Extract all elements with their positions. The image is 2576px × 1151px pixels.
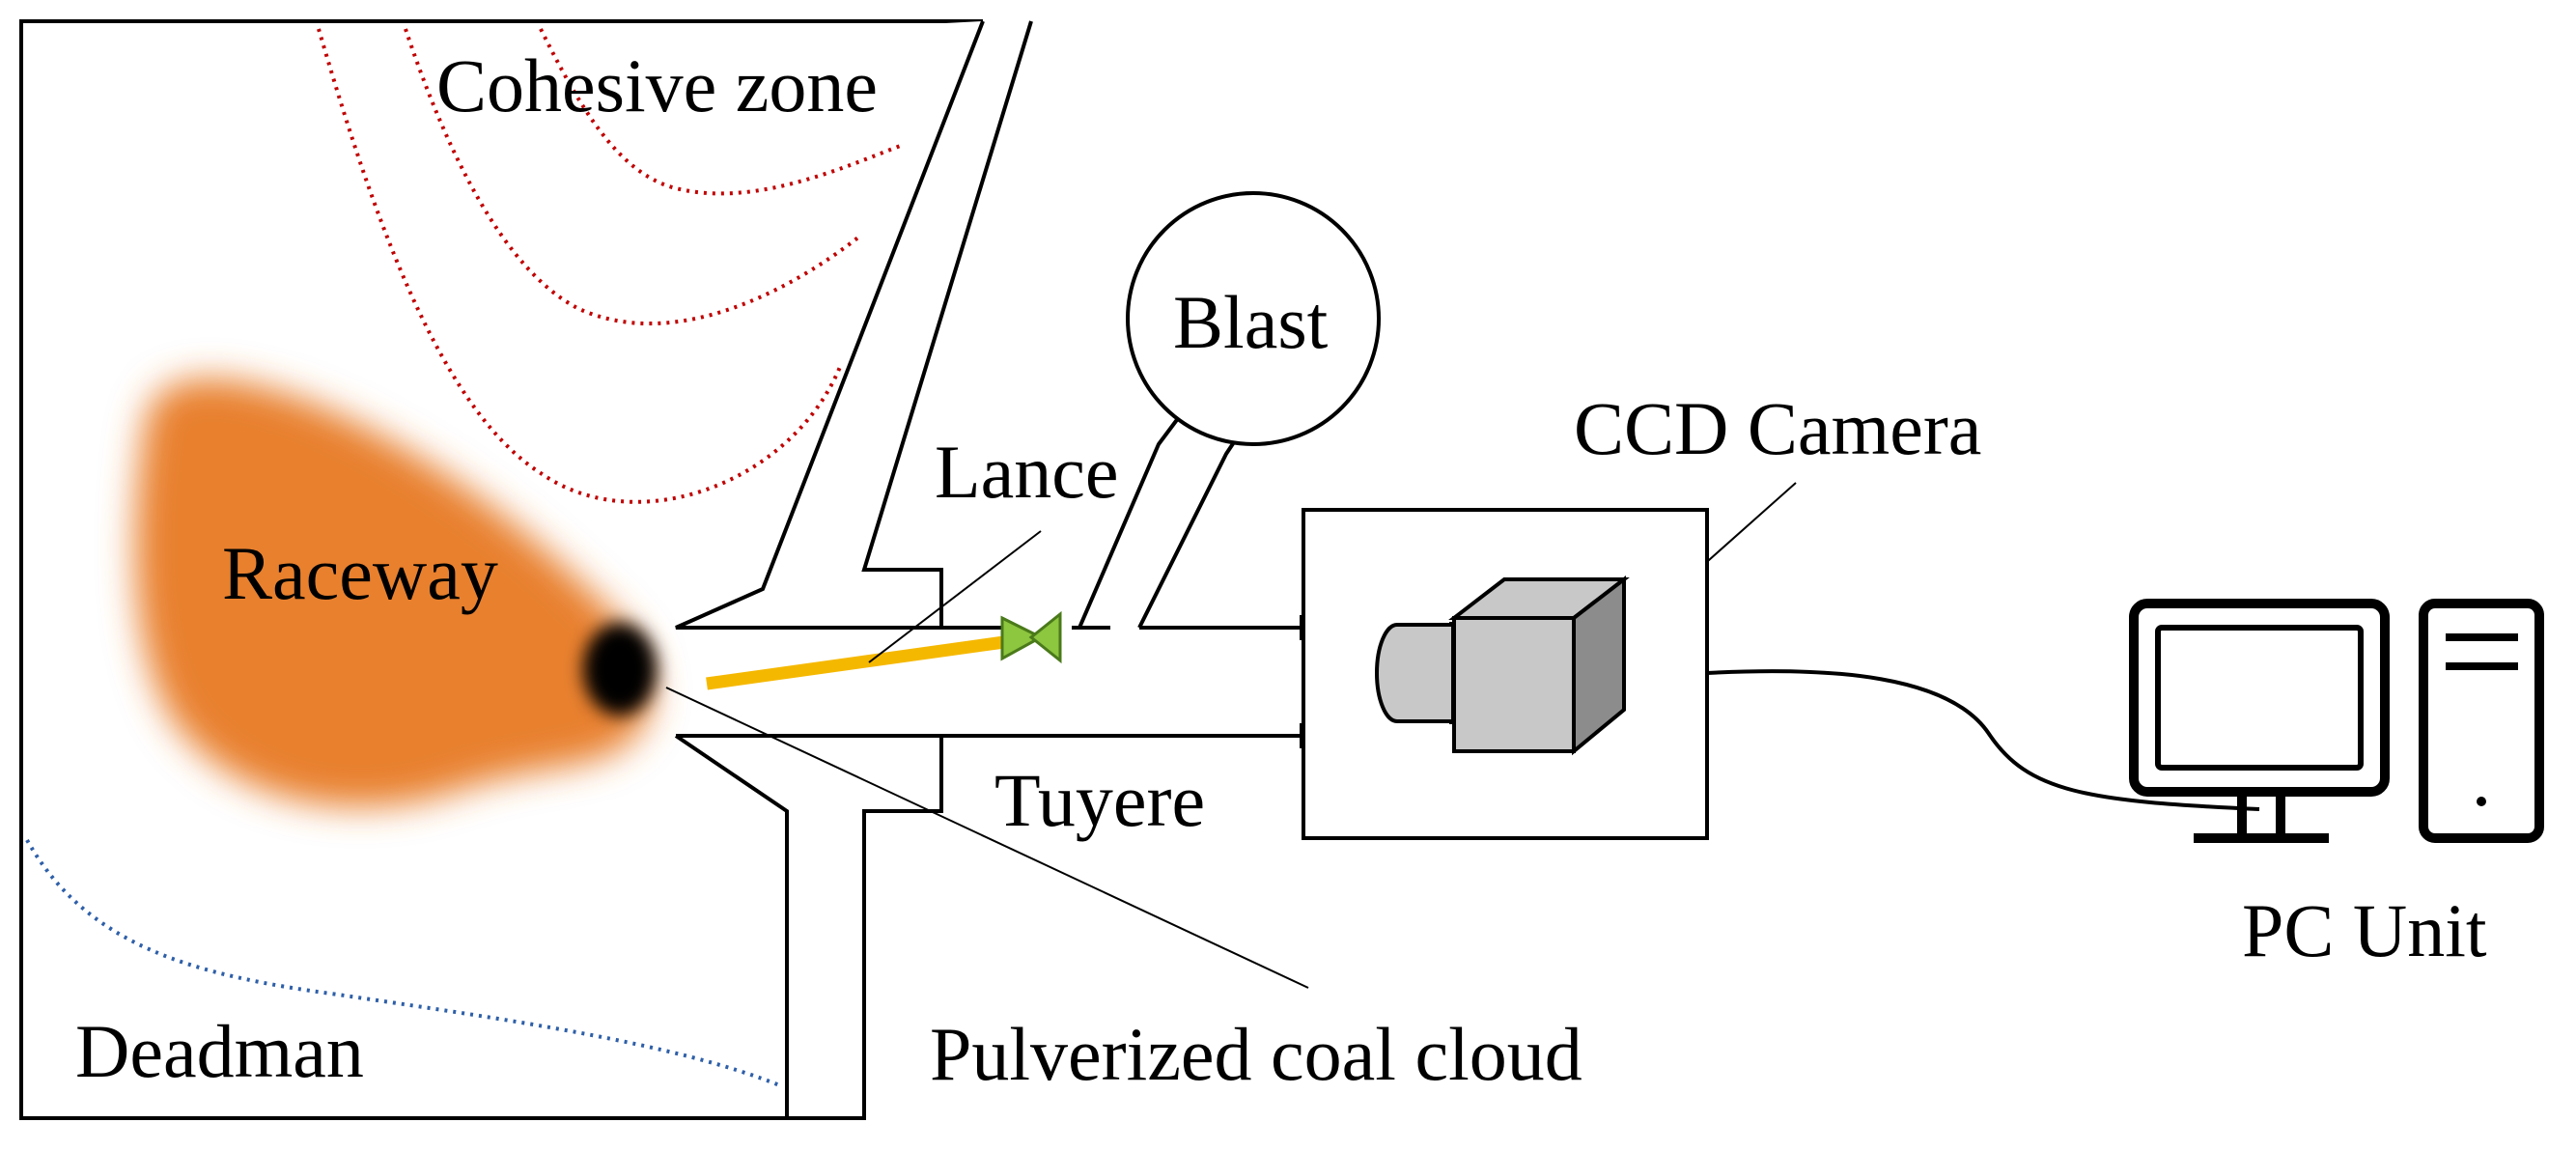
furnace-wall [19, 19, 983, 1120]
furnace-shaft-wall [676, 21, 1031, 628]
monitor-outer [2129, 599, 2390, 797]
lance-valve [1000, 610, 1062, 664]
lance-leader-line [868, 530, 1042, 663]
monitor-screen [2155, 625, 2364, 771]
label-pulverized-coal-cloud: Pulverized coal cloud [930, 1012, 1582, 1096]
label-deadman: Deadman [75, 1009, 364, 1093]
shaft-wall-inner [675, 20, 985, 630]
coal-cloud [583, 623, 657, 716]
raceway-region [135, 379, 653, 807]
cohesive-line-2 [404, 28, 861, 325]
tuyere-lower-wall [674, 734, 943, 1120]
deadman-boundary-line [25, 839, 783, 1088]
camera-cable [1706, 669, 2260, 811]
cohesive-line-3 [317, 28, 842, 504]
pc-tower [2419, 599, 2544, 843]
lance-rod [706, 635, 1005, 690]
label-raceway: Raceway [222, 531, 498, 615]
blast-circle [1126, 191, 1381, 446]
label-lance: Lance [935, 430, 1119, 514]
label-tuyere: Tuyere [994, 758, 1205, 842]
ccd-camera-icon [1375, 575, 1630, 756]
label-cohesive-zone: Cohesive zone [436, 43, 878, 127]
label-blast: Blast [1173, 280, 1329, 364]
coal-cloud-leader-line [665, 687, 1309, 989]
label-ccd-camera: CCD Camera [1574, 386, 1981, 470]
pc-unit-icon [2129, 599, 2544, 843]
label-pc-unit: PC Unit [2242, 888, 2487, 972]
cohesive-zone-lines [317, 28, 904, 504]
shaft-wall-outer [861, 20, 1033, 628]
blast-pipe-right [1137, 437, 1238, 629]
